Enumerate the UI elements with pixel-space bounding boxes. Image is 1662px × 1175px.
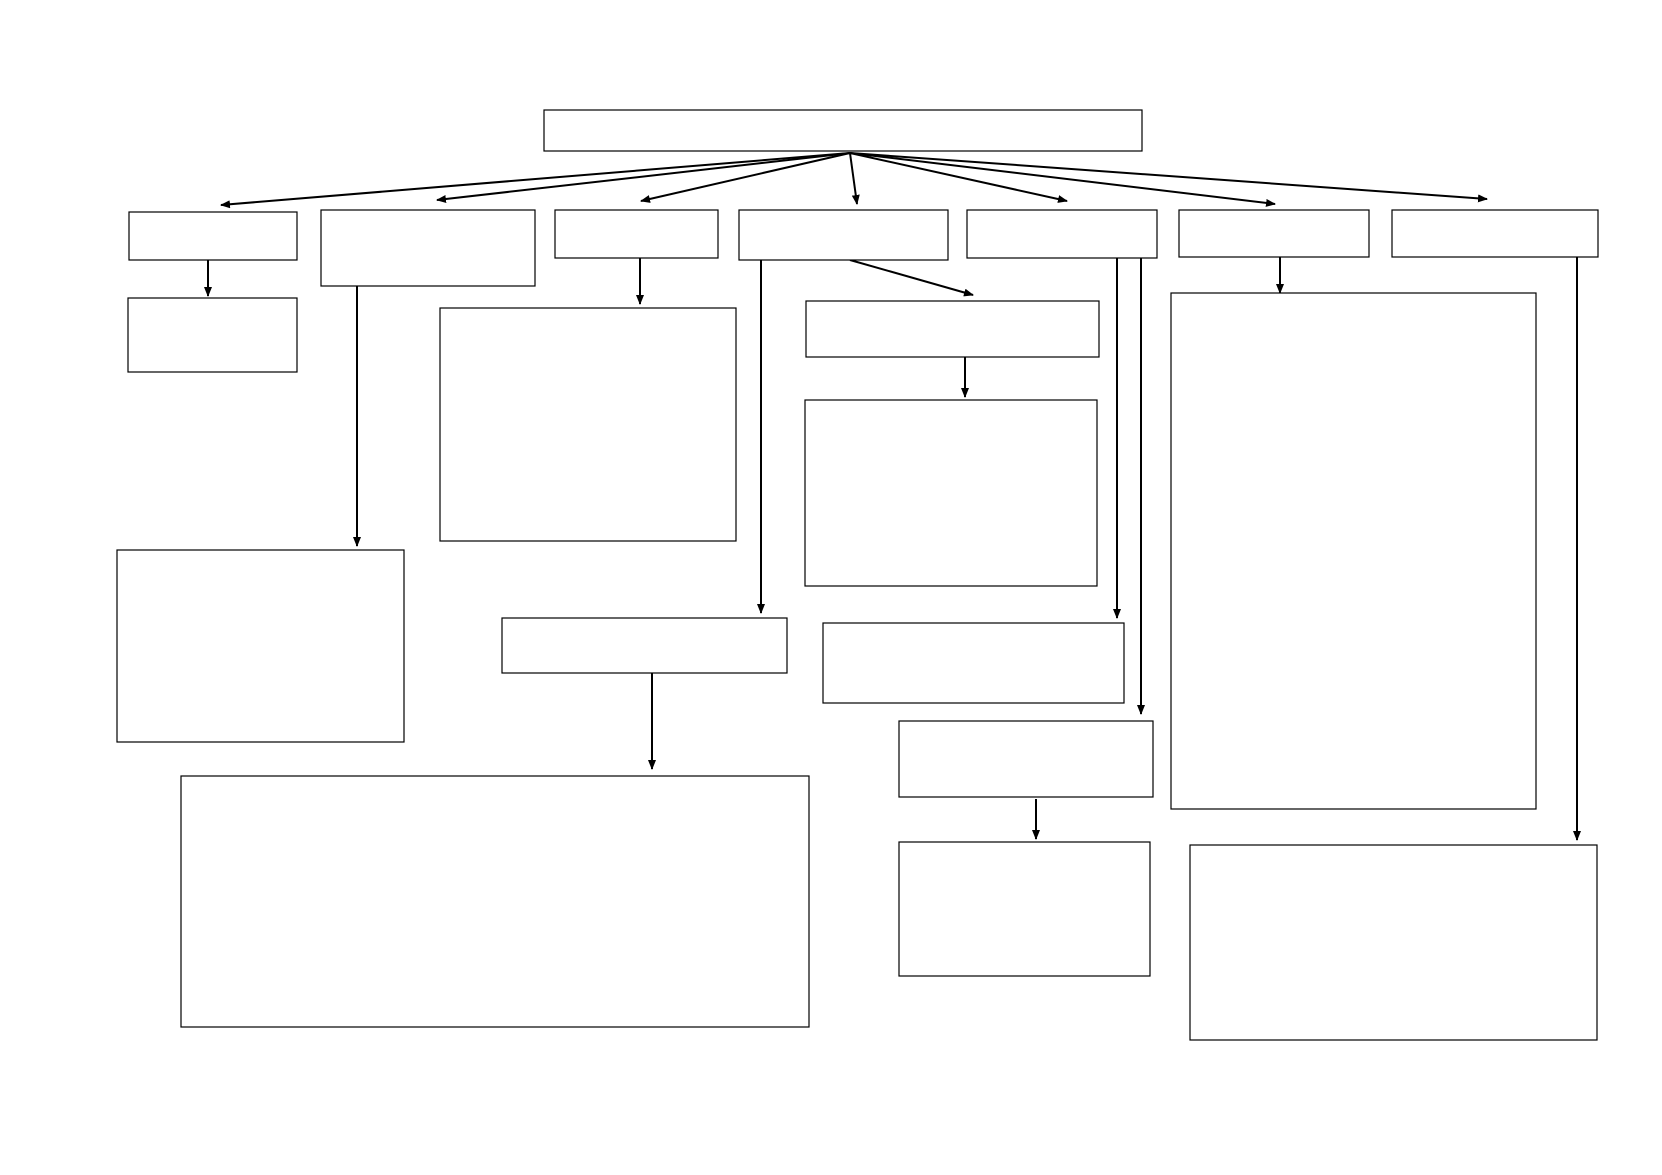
arrow-root-to-l1-c xyxy=(640,152,851,203)
box-a-child xyxy=(127,297,298,373)
arrow-root-to-l1-b xyxy=(436,152,851,203)
box-g-child-frame xyxy=(1189,844,1598,1041)
connector-layer xyxy=(204,152,1581,841)
box-d-child-2 xyxy=(501,617,788,674)
box-l1-c-frame xyxy=(554,209,719,259)
box-f-child xyxy=(1170,292,1537,810)
box-d-child-2-sub xyxy=(180,775,810,1028)
box-g-child xyxy=(1189,844,1598,1041)
box-d-child-1-sub xyxy=(804,399,1098,587)
box-l1-b xyxy=(320,209,536,287)
box-e-child-2 xyxy=(898,720,1154,798)
box-l1-f xyxy=(1178,209,1370,258)
box-layer xyxy=(116,109,1599,1041)
box-l1-d-frame xyxy=(738,209,949,261)
box-c-child-frame xyxy=(439,307,737,542)
box-d-child-1-sub-frame xyxy=(804,399,1098,587)
box-l1-a xyxy=(128,211,298,261)
box-d-child-1 xyxy=(805,300,1100,358)
arrow-root-to-l1-f xyxy=(849,152,1276,207)
box-d-child-2-sub-frame xyxy=(180,775,810,1028)
box-b-child xyxy=(116,549,405,743)
box-l1-e-frame xyxy=(966,209,1158,259)
box-root-frame xyxy=(543,109,1143,152)
box-l1-g xyxy=(1391,209,1599,258)
box-e-child-1 xyxy=(822,622,1125,704)
box-l1-a-frame xyxy=(128,211,298,261)
box-a-child-frame xyxy=(127,297,298,373)
box-e-child-1-frame xyxy=(822,622,1125,704)
box-root xyxy=(543,109,1143,152)
box-l1-c xyxy=(554,209,719,259)
box-c-child xyxy=(439,307,737,542)
box-e-child-2-sub xyxy=(898,841,1151,977)
box-l1-e xyxy=(966,209,1158,259)
box-l1-g-frame xyxy=(1391,209,1599,258)
arrow-root-to-l1-e xyxy=(849,152,1068,203)
box-d-child-2-frame xyxy=(501,617,788,674)
arrow-l1-d-to-d-child-1 xyxy=(849,259,974,297)
box-b-child-frame xyxy=(116,549,405,743)
arrow-root-to-l1-g xyxy=(849,152,1488,203)
arrow-root-to-l1-d xyxy=(849,152,860,205)
box-e-child-2-frame xyxy=(898,720,1154,798)
box-e-child-2-sub-frame xyxy=(898,841,1151,977)
box-l1-d xyxy=(738,209,949,261)
arrow-root-to-l1-a xyxy=(220,152,851,209)
box-f-child-frame xyxy=(1170,292,1537,810)
box-l1-f-frame xyxy=(1178,209,1370,258)
box-l1-b-frame xyxy=(320,209,536,287)
box-d-child-1-frame xyxy=(805,300,1100,358)
